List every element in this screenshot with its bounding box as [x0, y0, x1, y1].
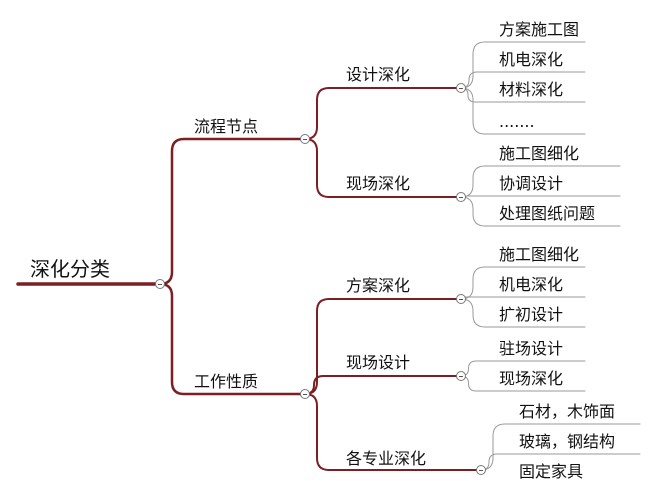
leaf-label: 驻场设计: [499, 339, 564, 358]
root-node-label: 深化分类: [30, 257, 110, 281]
connector-leaf: [460, 87, 586, 135]
connector-leaf: [480, 423, 641, 471]
leaf-label: 现场深化: [499, 369, 564, 388]
leaf-label: 材料深化: [499, 80, 564, 99]
collapse-toggle-root[interactable]: [155, 279, 165, 289]
connector-leaf: [460, 41, 586, 89]
sub-branch-label-site-design: 现场设计: [346, 353, 411, 372]
collapse-toggle-process-nodes[interactable]: [300, 134, 310, 144]
connector-leaf: [460, 195, 621, 198]
leaf-label: 施工图细化: [499, 245, 580, 264]
leaf-label: 协调设计: [499, 174, 564, 193]
connector-leaf: [460, 296, 586, 300]
sub-branch-label-site-deepening: 现场深化: [346, 174, 411, 193]
branch-label-process-nodes: 流程节点: [194, 117, 259, 136]
leaf-label: 处理图纸问题: [499, 204, 596, 223]
connector-leaf: [460, 196, 621, 227]
connector-root-branch: [158, 137, 307, 286]
sub-branch-label-scheme-deepening: 方案深化: [346, 276, 411, 295]
connector-root-branch: [158, 282, 307, 396]
collapse-toggle-site-design[interactable]: [456, 371, 466, 381]
leaf-label: 施工图细化: [499, 144, 580, 163]
leaf-label: 固定家具: [519, 462, 584, 481]
connector-leaf: [460, 266, 586, 300]
leaf-label: 机电深化: [499, 50, 564, 69]
connector-branch-subbranch: [304, 87, 462, 140]
collapse-toggle-discipline-deepening[interactable]: [476, 465, 486, 475]
connector-branch-subbranch: [304, 138, 462, 198]
leaf-label: .......: [499, 112, 535, 131]
connector-branch-subbranch: [304, 393, 482, 471]
connector-leaf: [460, 298, 586, 328]
connector-branch-subbranch: [304, 298, 462, 395]
collapse-toggle-design-deepening[interactable]: [456, 83, 466, 93]
leaf-label: 机电深化: [499, 275, 564, 294]
connector-branch-subbranch: [304, 375, 462, 395]
sub-branch-label-discipline-deepening: 各专业深化: [346, 449, 427, 468]
leaf-label: 石材，木饰面: [519, 402, 616, 421]
collapse-toggle-site-deepening[interactable]: [456, 192, 466, 202]
branch-label-work-nature: 工作性质: [194, 372, 259, 391]
sub-branch-label-design-deepening: 设计深化: [346, 65, 411, 84]
leaf-label: 扩初设计: [499, 305, 564, 324]
collapse-toggle-work-nature[interactable]: [300, 389, 310, 399]
collapse-toggle-scheme-deepening[interactable]: [456, 294, 466, 304]
leaf-label: 玻璃，钢结构: [519, 432, 616, 451]
leaf-label: 方案施工图: [499, 20, 580, 39]
